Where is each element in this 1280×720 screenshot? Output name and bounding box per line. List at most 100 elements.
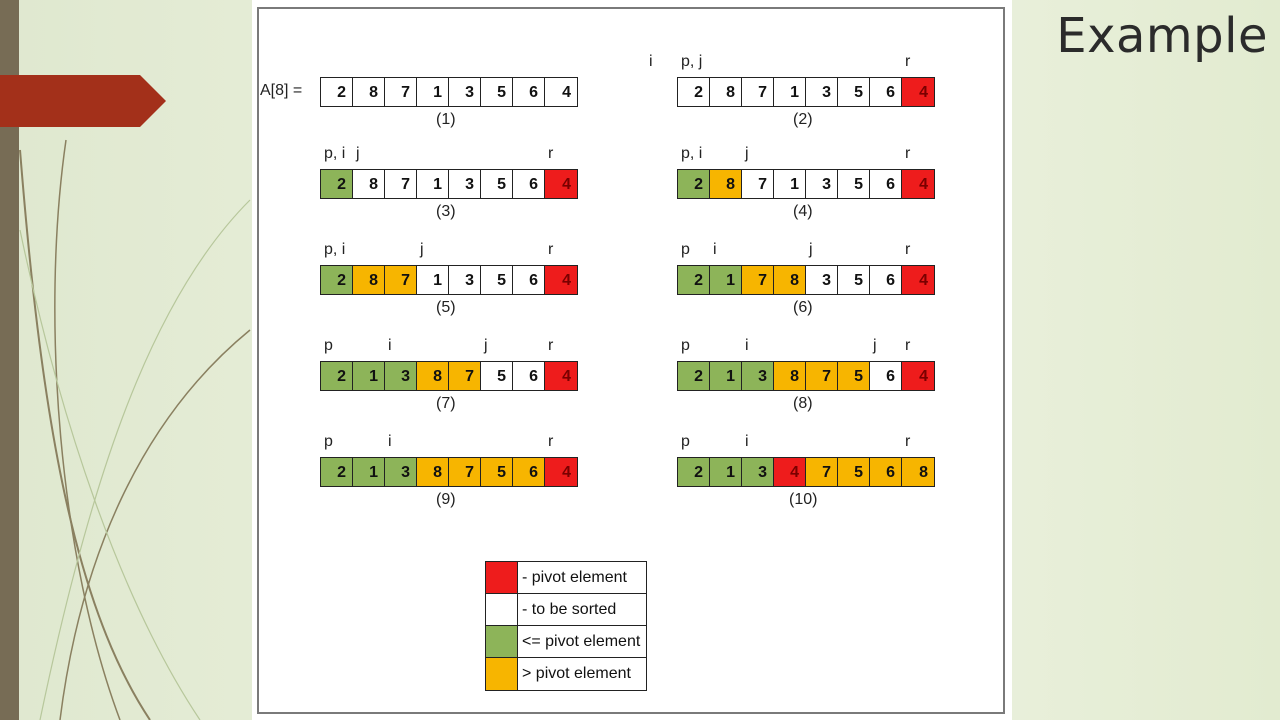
array-cell: 5	[838, 266, 870, 294]
array-cell: 2	[678, 266, 710, 294]
array-cell: 4	[902, 266, 934, 294]
pointer-label: p, i	[324, 241, 346, 258]
array-cell: 5	[481, 78, 513, 106]
array-cell: 3	[806, 170, 838, 198]
pointer-label: j	[873, 337, 877, 354]
pointer-label: i	[388, 337, 392, 354]
step-caption: (2)	[793, 111, 813, 128]
array-cell: 7	[449, 458, 481, 486]
array-cell: 8	[710, 170, 742, 198]
legend-row: - to be sorted	[486, 594, 646, 626]
array-cell: 5	[481, 362, 513, 390]
array-cell: 6	[870, 458, 902, 486]
pointer-label: p	[324, 337, 333, 354]
pointer-label: j	[420, 241, 424, 258]
array-cell: 6	[870, 266, 902, 294]
left-decor-bar	[0, 0, 19, 720]
array-cell: 6	[870, 78, 902, 106]
array-cell: 8	[710, 78, 742, 106]
array-cell: 7	[385, 78, 417, 106]
pointer-label: p, j	[681, 53, 703, 70]
slide-title: Example	[1056, 8, 1268, 64]
array-cell: 8	[774, 266, 806, 294]
array-cell: 3	[385, 458, 417, 486]
array-cell: 2	[321, 170, 353, 198]
array-cell: 1	[710, 266, 742, 294]
legend-label: - pivot element	[522, 568, 627, 586]
pointer-label: r	[905, 241, 911, 258]
array-cell: 8	[353, 78, 385, 106]
step-caption: (5)	[436, 299, 456, 316]
array-cell: 7	[806, 362, 838, 390]
array-cell: 4	[902, 78, 934, 106]
legend-row: <= pivot element	[486, 626, 646, 658]
legend-swatch	[486, 594, 518, 625]
array-cell: 3	[385, 362, 417, 390]
array-cell: 5	[838, 170, 870, 198]
accent-arrow-tab	[0, 75, 166, 127]
step-caption: (8)	[793, 395, 813, 412]
array-cell: 1	[353, 362, 385, 390]
array-cell: 7	[742, 170, 774, 198]
pointer-label: j	[356, 145, 360, 162]
array-cell: 4	[545, 362, 577, 390]
step-caption: (4)	[793, 203, 813, 220]
array-cell: 7	[385, 170, 417, 198]
initial-array-label: A[8] =	[260, 82, 303, 99]
array-cell: 4	[902, 362, 934, 390]
pointer-label: j	[809, 241, 813, 258]
array-cell: 8	[774, 362, 806, 390]
pointer-label: j	[484, 337, 488, 354]
array-cell: 1	[710, 362, 742, 390]
pointer-label: p	[681, 337, 690, 354]
pointer-label: r	[548, 337, 554, 354]
array-cell: 2	[321, 78, 353, 106]
pointer-label: p	[324, 433, 333, 450]
array-cell: 4	[545, 170, 577, 198]
array-cell: 3	[449, 266, 481, 294]
array-cell: 2	[678, 362, 710, 390]
legend-row: - pivot element	[486, 562, 646, 594]
legend-label: <= pivot element	[522, 632, 641, 650]
legend-swatch	[486, 658, 518, 690]
pointer-label: i	[649, 53, 653, 70]
array-cell: 1	[417, 170, 449, 198]
array-cell: 2	[321, 458, 353, 486]
pointer-label: p, i	[681, 145, 703, 162]
step-caption: (1)	[436, 111, 456, 128]
array-cell: 8	[353, 266, 385, 294]
step-caption: (10)	[789, 491, 818, 508]
array-cell: 2	[321, 266, 353, 294]
array-cell: 7	[742, 266, 774, 294]
legend-row: > pivot element	[486, 658, 646, 690]
pointer-label: r	[548, 241, 554, 258]
decorative-swoosh	[19, 139, 251, 720]
array-cell: 3	[742, 362, 774, 390]
pointer-label: i	[745, 337, 749, 354]
array-cell: 7	[806, 458, 838, 486]
array-cell: 3	[742, 458, 774, 486]
array-cell: 3	[449, 170, 481, 198]
array-cell: 4	[774, 458, 806, 486]
array-cell: 6	[870, 362, 902, 390]
legend-label: > pivot element	[522, 665, 631, 682]
array-cell: 1	[774, 170, 806, 198]
array-cell: 4	[902, 170, 934, 198]
pointer-label: r	[905, 337, 911, 354]
array-cell: 8	[417, 458, 449, 486]
legend-label: - to be sorted	[522, 600, 617, 618]
array-cell: 6	[513, 458, 545, 486]
array-cell: 5	[481, 170, 513, 198]
pointer-label: r	[548, 433, 554, 450]
pointer-label: r	[548, 145, 554, 162]
array-cell: 5	[838, 78, 870, 106]
